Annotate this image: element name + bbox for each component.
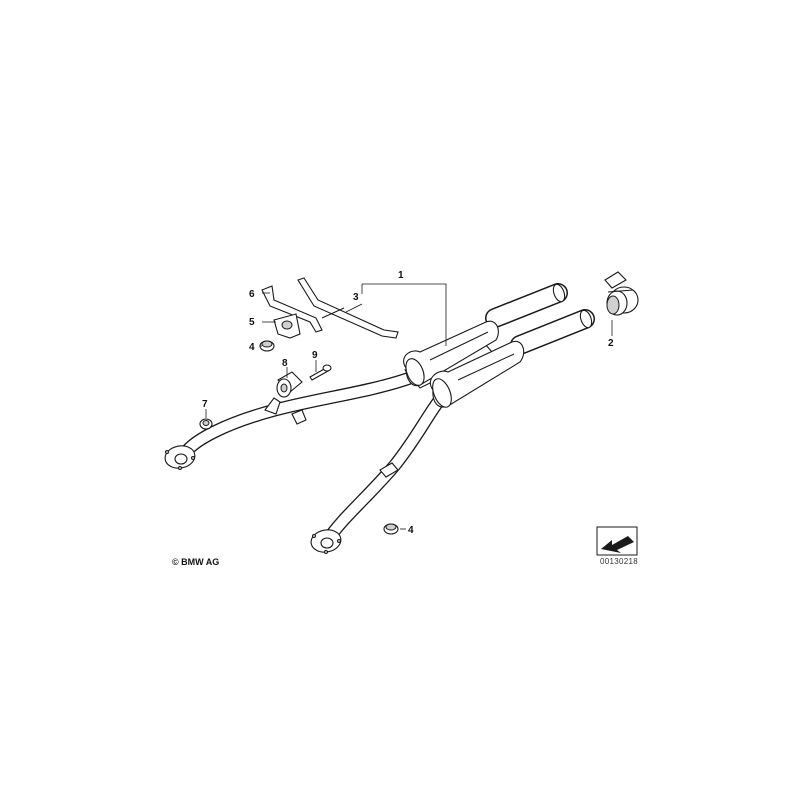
rubber-mount-part-5 xyxy=(273,313,301,339)
callout-7: 7 xyxy=(202,399,208,410)
callout-4-upper: 4 xyxy=(249,342,255,353)
flange-lower xyxy=(310,529,342,554)
grommet-lower xyxy=(383,523,399,535)
copyright-text: © BMW AG xyxy=(172,557,220,567)
callout-2: 2 xyxy=(608,338,614,349)
bracket-part-6 xyxy=(261,285,323,333)
callout-4-lower: 4 xyxy=(408,525,414,536)
pipe-mount-lug xyxy=(291,409,307,425)
tail-pipes xyxy=(485,283,595,355)
pipe-bracket-tab xyxy=(264,397,281,415)
callout-3: 3 xyxy=(353,292,359,303)
pipe-clamp xyxy=(604,271,639,316)
nut-part-7 xyxy=(199,418,213,430)
flange-left xyxy=(164,445,196,470)
bolt-part-9 xyxy=(309,364,332,381)
hanger-part-3 xyxy=(297,277,399,339)
callout-1: 1 xyxy=(398,270,404,281)
lower-pipe-bracket-tab xyxy=(379,462,399,478)
callout-9: 9 xyxy=(312,350,318,361)
front-pipe-right xyxy=(321,395,445,547)
grommet-upper xyxy=(259,340,275,352)
orientation-arrow-icon xyxy=(596,526,638,556)
damper-part-8 xyxy=(276,371,303,398)
callout-6: 6 xyxy=(249,289,255,300)
center-muffler-upper xyxy=(403,320,499,389)
callout-5: 5 xyxy=(249,317,255,328)
leader-lines xyxy=(205,283,613,530)
center-muffler-lower xyxy=(429,340,525,408)
document-number: 00130218 xyxy=(600,557,638,566)
callout-8: 8 xyxy=(282,358,288,369)
